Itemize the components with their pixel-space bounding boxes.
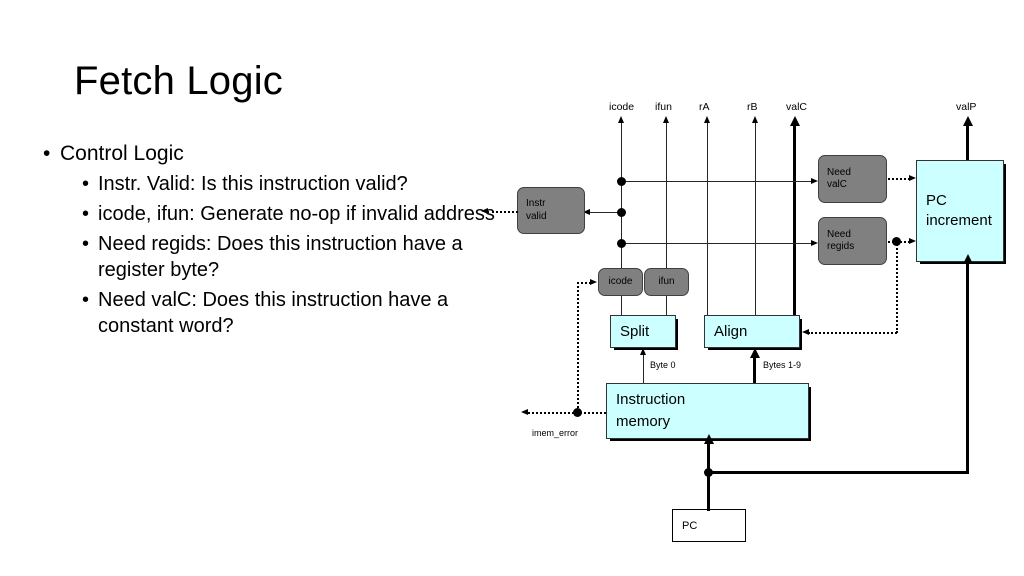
junction-imem-error: [573, 407, 582, 417]
dotted-imem-error-branch-up: [577, 282, 579, 412]
junction-icode-need-regids: [616, 238, 626, 248]
register-icode[interactable]: icode: [598, 268, 643, 296]
page-title: Fetch Logic: [74, 59, 283, 103]
wire-pc-to-imem: [707, 443, 710, 511]
wire-icode-to-need-regids: [621, 243, 811, 244]
dotted-instr-valid-out: [487, 211, 518, 213]
block-need-regids[interactable]: Need regids: [818, 217, 887, 265]
dotted-imem-error: [528, 412, 606, 414]
arrowhead-rB-icon: [751, 116, 758, 123]
signal-label-valC: valC: [786, 101, 808, 113]
block-instr-valid[interactable]: Instr valid: [517, 187, 585, 234]
list-item-label: icode, ifun: Generate no-op if invalid a…: [98, 202, 495, 225]
dotted-need-valc-to-pc-increment: [888, 178, 910, 180]
block-align[interactable]: Align: [704, 315, 800, 348]
wire-icode-reg-to-split: [621, 296, 622, 315]
bus-ifun: [666, 122, 667, 268]
bus-rB: [755, 122, 756, 315]
register-pc[interactable]: PC: [672, 509, 746, 542]
arrowhead-ifun-icon: [662, 116, 669, 123]
bullet-glyph-icon: •: [82, 288, 90, 311]
block-need-valc[interactable]: Need valC: [818, 155, 887, 203]
arrowhead-valP-icon: [962, 116, 973, 126]
signal-label-bytes19: Bytes 1-9: [763, 360, 802, 370]
signal-label-icode: icode: [609, 101, 635, 113]
register-ifun[interactable]: ifun: [644, 268, 689, 296]
arrowhead-instr-valid-out-icon: [481, 207, 488, 214]
bullet-glyph-icon: •: [82, 232, 90, 255]
list-item-label: Instr. Valid: Is this instruction valid?: [98, 173, 408, 196]
list-item: • Control Logic: [34, 140, 504, 168]
wire-byte0: [643, 355, 644, 383]
bus-valC: [793, 125, 796, 315]
arrowhead-rA-icon: [703, 116, 710, 123]
arrowhead-need-regids-icon: [811, 239, 818, 246]
dotted-regids-branch-down: [896, 241, 898, 333]
wire-pc-branch-horizontal: [707, 470, 969, 474]
arrowhead-pc-increment-regids-icon: [909, 237, 916, 244]
wire-icode-to-instr-valid: [589, 212, 622, 213]
bus-valP: [966, 125, 969, 161]
list-item: • Instr. Valid: Is this instruction vali…: [34, 171, 504, 198]
arrowhead-imem-error-icon: [521, 408, 528, 415]
arrowhead-byte0-icon: [639, 348, 646, 355]
signal-label-imem-error: imem_error: [532, 428, 579, 438]
arrowhead-icode-icon: [617, 116, 624, 123]
junction-icode-need-valc: [616, 176, 626, 186]
bullet-glyph-icon: •: [43, 142, 51, 165]
list-item-label: Need regids: Does this instruction have …: [98, 232, 463, 282]
signal-label-rA: rA: [699, 101, 710, 113]
junction-icode-instr-valid: [616, 207, 626, 217]
list-item: • icode, ifun: Generate no-op if invalid…: [34, 201, 504, 228]
arrowhead-pc-increment-valc-icon: [909, 174, 916, 181]
list-item-label: Need valC: Does this instruction have a …: [98, 288, 449, 338]
list-item-label: Control Logic: [60, 142, 184, 165]
signal-label-ifun: ifun: [655, 101, 672, 113]
wire-ifun-reg-to-split: [666, 296, 667, 315]
arrowhead-bytes19-icon: [749, 348, 760, 358]
list-item: • Need valC: Does this instruction have …: [34, 287, 504, 340]
bus-icode: [621, 122, 622, 268]
bus-rA: [707, 122, 708, 315]
arrowhead-icode-reg-in-icon: [590, 278, 597, 285]
bullet-glyph-icon: •: [82, 202, 90, 225]
signal-label-rB: rB: [747, 101, 758, 113]
list-item: • Need regids: Does this instruction hav…: [34, 231, 504, 284]
block-split[interactable]: Split: [610, 315, 676, 348]
arrowhead-valC-icon: [789, 116, 800, 126]
dotted-imem-error-to-icode-reg: [577, 282, 591, 284]
bullet-glyph-icon: •: [82, 173, 90, 196]
arrowhead-need-valc-icon: [811, 177, 818, 184]
signal-label-valP: valP: [956, 101, 977, 113]
wire-pc-to-pc-increment: [966, 262, 969, 473]
bullet-list: • Control Logic • Instr. Valid: Is this …: [34, 140, 504, 340]
wire-icode-to-need-valc: [621, 181, 811, 182]
arrowhead-pc-to-imem-icon: [703, 434, 714, 444]
arrowhead-pc-increment-in-icon: [962, 254, 973, 264]
block-pc-increment[interactable]: PC increment: [916, 160, 1004, 262]
signal-label-byte0: Byte 0: [650, 360, 676, 370]
arrowhead-instr-valid-icon: [583, 208, 590, 215]
arrowhead-align-control-icon: [802, 328, 809, 335]
block-instruction-memory[interactable]: Instruction memory: [606, 383, 809, 439]
dotted-regids-branch-to-align: [808, 332, 897, 334]
wire-bytes-1-9: [753, 357, 756, 383]
